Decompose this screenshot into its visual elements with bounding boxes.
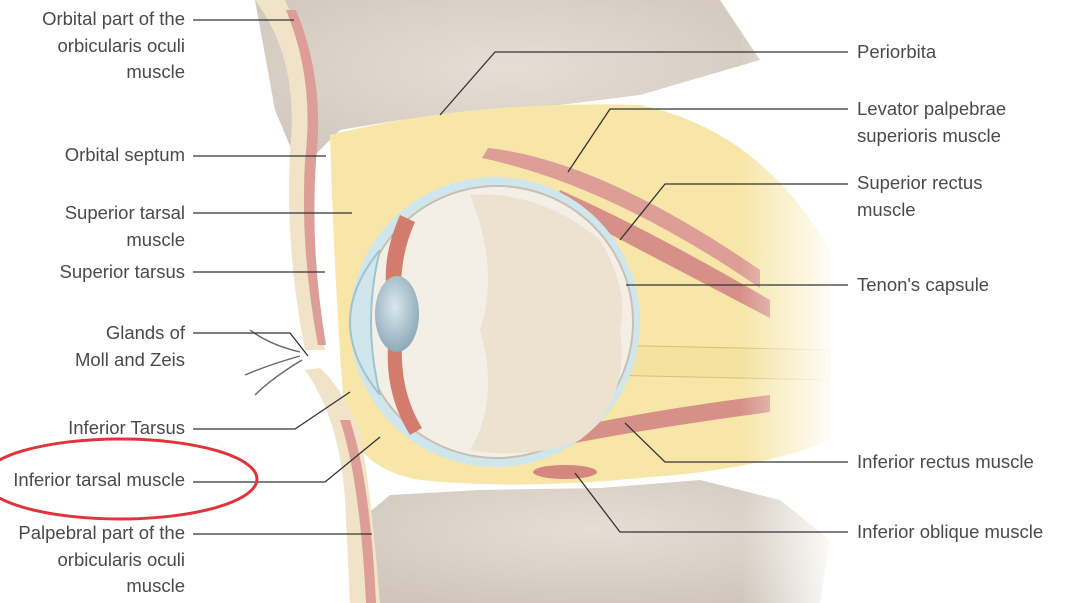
eyelashes bbox=[245, 330, 302, 395]
label-levator-palpebrae: Levator palpebrae superioris muscle bbox=[857, 96, 1006, 149]
label-orbital-septum: Orbital septum bbox=[65, 142, 185, 169]
lens bbox=[375, 276, 419, 352]
label-superior-tarsal-muscle: Superior tarsal muscle bbox=[65, 200, 185, 253]
label-inferior-tarsal-muscle: Inferior tarsal muscle bbox=[13, 467, 185, 494]
label-superior-tarsus: Superior tarsus bbox=[60, 259, 185, 286]
label-tenons-capsule: Tenon's capsule bbox=[857, 272, 989, 299]
label-glands-moll-zeis: Glands of Moll and Zeis bbox=[75, 320, 185, 373]
inferior-oblique-muscle bbox=[533, 465, 597, 479]
label-orbital-part-orbicularis: Orbital part of the orbicularis oculi mu… bbox=[42, 6, 185, 86]
label-inferior-rectus: Inferior rectus muscle bbox=[857, 449, 1034, 476]
label-superior-rectus: Superior rectus muscle bbox=[857, 170, 982, 223]
label-palpebral-part-orbicularis: Palpebral part of the orbicularis oculi … bbox=[18, 520, 185, 600]
label-periorbita: Periorbita bbox=[857, 39, 936, 66]
label-inferior-tarsus: Inferior Tarsus bbox=[68, 415, 185, 442]
leader-glands bbox=[193, 333, 308, 356]
label-inferior-oblique: Inferior oblique muscle bbox=[857, 519, 1043, 546]
right-fade bbox=[740, 0, 840, 603]
right-blank bbox=[838, 0, 1079, 603]
